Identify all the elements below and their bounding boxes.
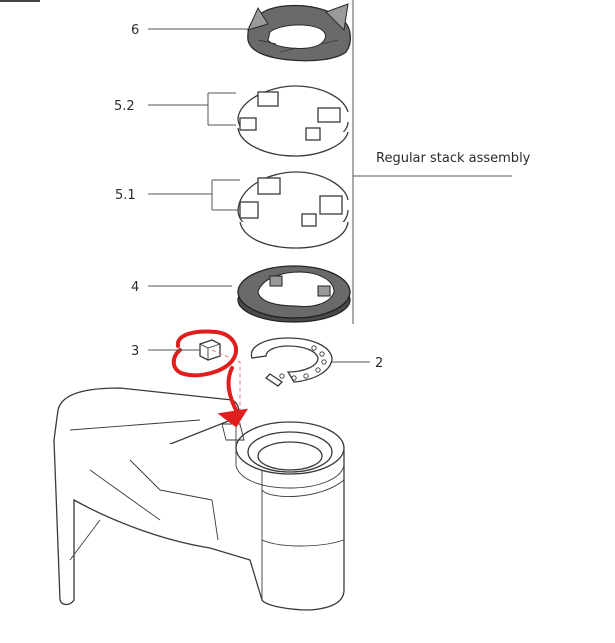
label-part-2: 2 bbox=[375, 356, 383, 371]
label-part-5-2: 5.2 bbox=[114, 99, 135, 114]
label-part-3: 3 bbox=[131, 344, 139, 359]
red-annotation bbox=[171, 329, 249, 428]
part-4-dark-ring bbox=[237, 265, 351, 323]
part-2-c-ring bbox=[250, 337, 333, 387]
label-part-5-1: 5.1 bbox=[115, 188, 136, 203]
part-3-key bbox=[199, 339, 221, 361]
assembly-guide-dashed bbox=[211, 349, 241, 430]
part-5-1-split-ring bbox=[237, 171, 349, 249]
stack-assembly-bracket bbox=[352, 0, 512, 324]
label-part-6: 6 bbox=[131, 23, 139, 38]
label-part-4: 4 bbox=[131, 280, 139, 295]
label-stack-assembly: Regular stack assembly bbox=[376, 151, 531, 166]
part-5-2-split-ring bbox=[237, 85, 349, 157]
red-arrow-shaft bbox=[226, 366, 240, 420]
part-6-top-cover bbox=[247, 3, 352, 62]
leader-5-1 bbox=[148, 179, 240, 211]
frame-head-tube bbox=[53, 387, 345, 611]
leader-5-2 bbox=[148, 92, 236, 126]
red-circle-annotation bbox=[171, 329, 238, 378]
red-arrow-head bbox=[217, 408, 249, 428]
